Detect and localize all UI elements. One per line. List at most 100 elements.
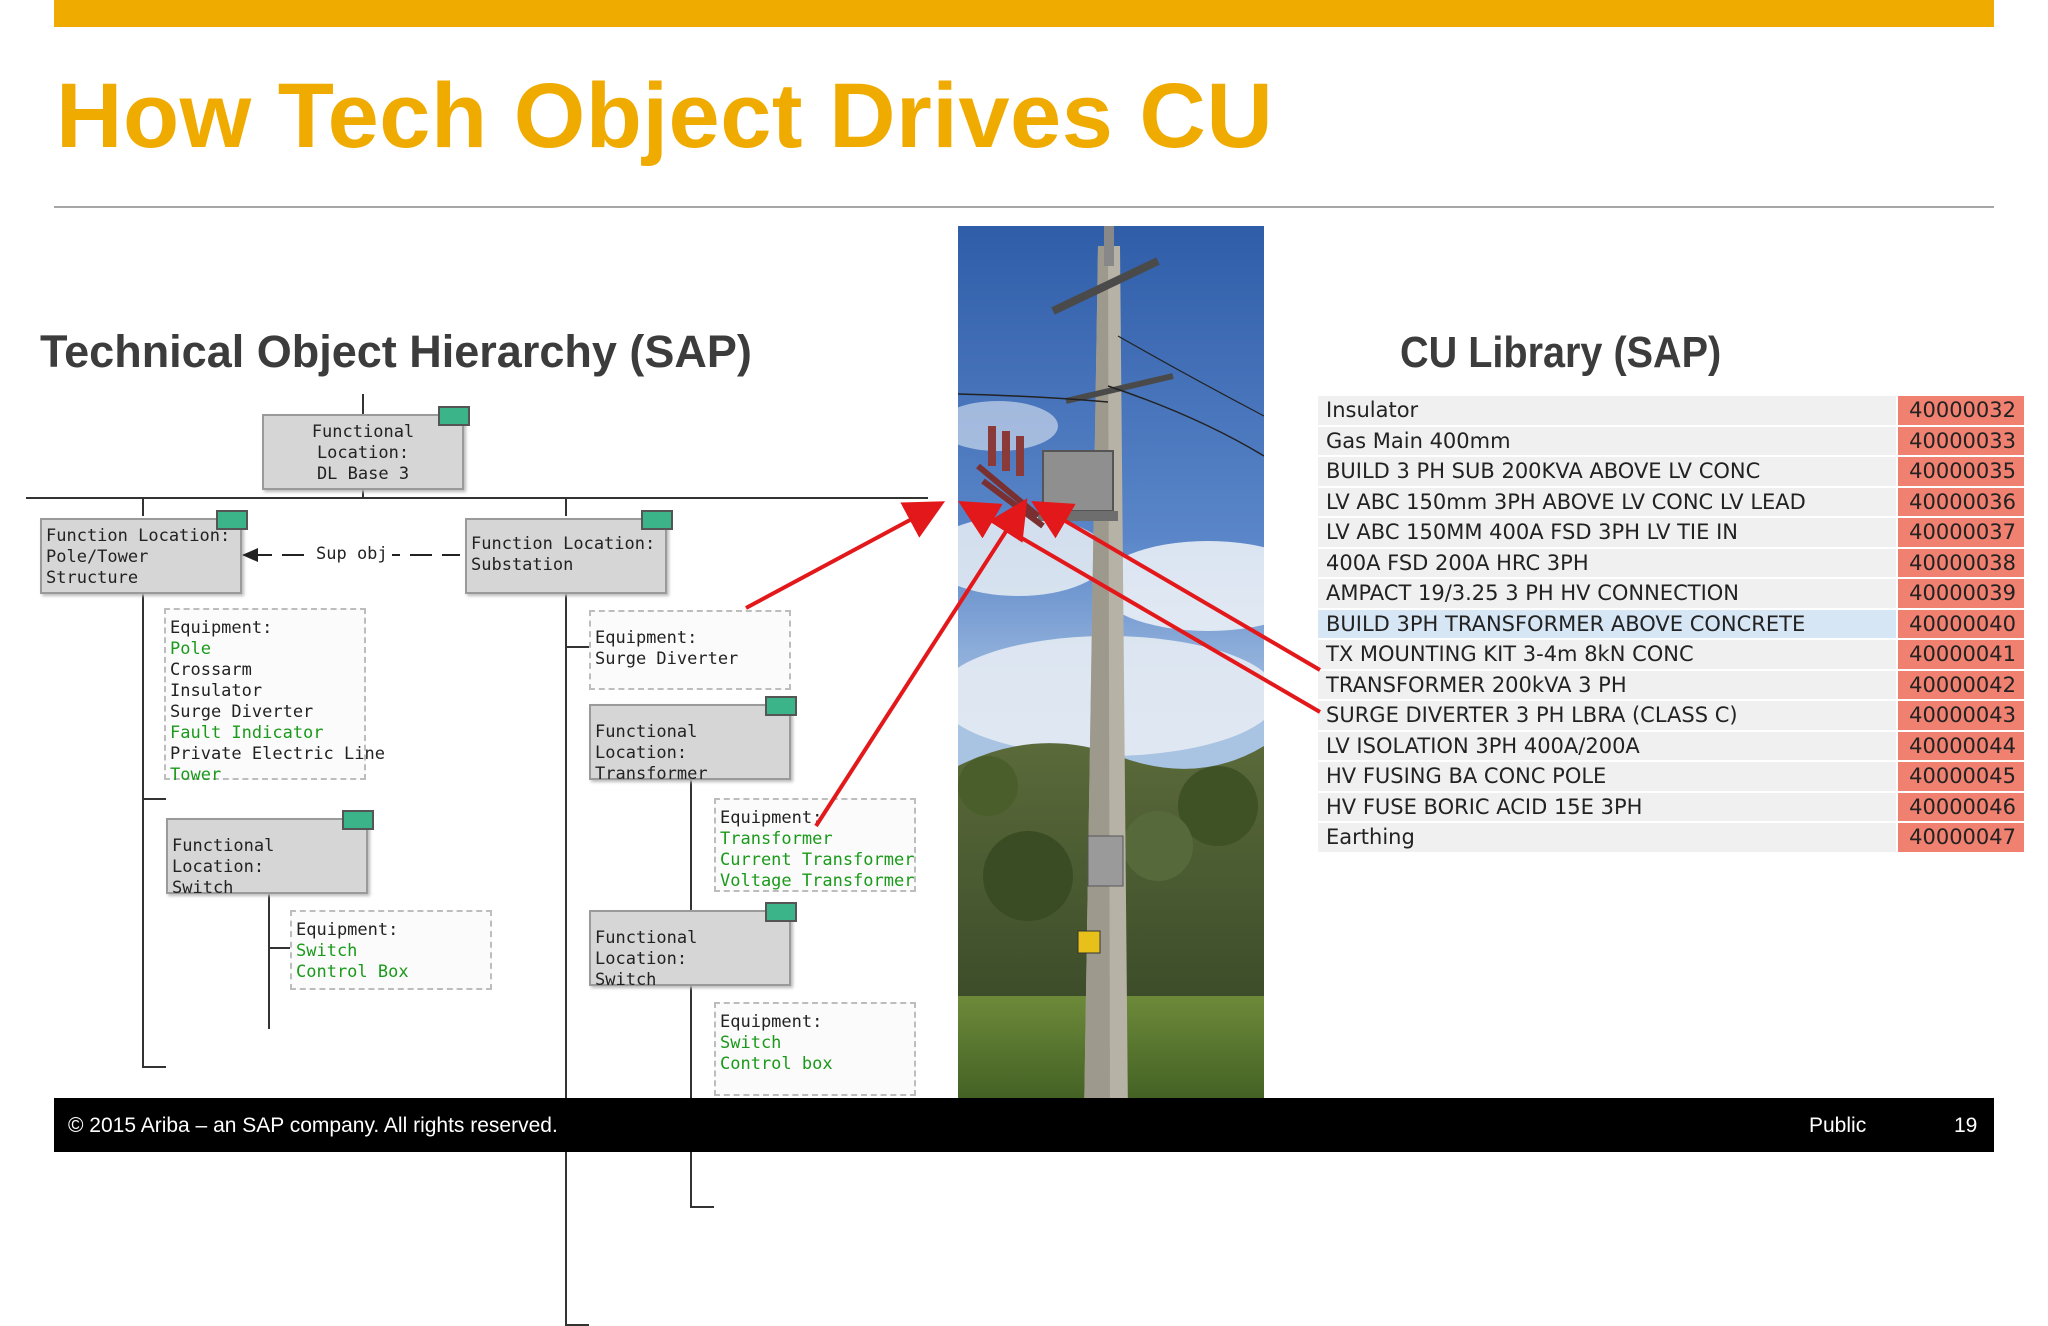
hierarchy-diagram: Functional Location: DL Base 3 Function … bbox=[0, 380, 960, 1326]
classification-label: Public bbox=[1809, 1114, 1867, 1137]
equipment-item[interactable]: Fault Indicator bbox=[170, 723, 324, 743]
equipment-item[interactable]: Control Box bbox=[296, 962, 409, 982]
node-label: Functional Location: bbox=[172, 836, 275, 877]
node-label: Transformer bbox=[595, 764, 708, 784]
node-label: Function Location: bbox=[46, 526, 231, 546]
table-row[interactable]: SURGE DIVERTER 3 PH LBRA (CLASS C)400000… bbox=[1318, 700, 2024, 732]
cu-name: 400A FSD 200A HRC 3PH bbox=[1318, 547, 1898, 579]
status-flag-icon bbox=[765, 696, 797, 716]
cu-name: TX MOUNTING KIT 3-4m 8kN CONC bbox=[1318, 639, 1898, 671]
functional-location-dl-base-3[interactable]: Functional Location: DL Base 3 bbox=[262, 406, 470, 490]
equipment-header: Equipment: bbox=[296, 920, 399, 940]
top-accent-bar bbox=[54, 0, 1994, 27]
transformer-equipment-list: Equipment: Transformer Current Transform… bbox=[714, 798, 916, 892]
status-flag-icon bbox=[342, 810, 374, 830]
cu-code: 40000043 bbox=[1897, 700, 2024, 732]
connector bbox=[565, 646, 589, 648]
functional-location-switch[interactable]: Functional Location: Switch bbox=[166, 810, 374, 898]
cu-name: BUILD 3 PH SUB 200KVA ABOVE LV CONC bbox=[1318, 456, 1898, 488]
cu-code: 40000036 bbox=[1897, 486, 2024, 518]
cu-name: AMPACT 19/3.25 3 PH HV CONNECTION bbox=[1318, 578, 1898, 610]
connector bbox=[690, 780, 692, 1208]
equipment-item[interactable]: Current Transformer bbox=[720, 850, 915, 870]
connector bbox=[268, 894, 270, 1029]
node-label: Function Location: bbox=[471, 534, 656, 554]
switch-equipment-list: Equipment: Switch Control Box bbox=[290, 910, 492, 990]
functional-location-switch[interactable]: Functional Location: Switch bbox=[589, 902, 797, 990]
cu-code: 40000044 bbox=[1897, 730, 2024, 762]
node-label: Functional Location: bbox=[311, 422, 415, 463]
slide-title: How Tech Object Drives CU bbox=[56, 65, 1274, 167]
equipment-item[interactable]: Switch bbox=[296, 941, 358, 961]
cu-code: 40000042 bbox=[1897, 669, 2024, 701]
connector bbox=[142, 593, 144, 1068]
equipment-item[interactable]: Pole bbox=[170, 639, 211, 659]
cu-name: Earthing bbox=[1318, 822, 1898, 854]
status-flag-icon bbox=[216, 510, 248, 530]
node-label: Switch bbox=[595, 970, 657, 990]
equipment-item[interactable]: Switch bbox=[720, 1033, 782, 1053]
function-location-substation[interactable]: Function Location: Substation bbox=[465, 510, 673, 594]
equipment-item[interactable]: Control box bbox=[720, 1054, 833, 1074]
equipment-item[interactable]: Insulator bbox=[170, 681, 263, 701]
node-label: Substation bbox=[471, 555, 574, 575]
node-label: Structure bbox=[46, 568, 139, 588]
cu-code: 40000041 bbox=[1897, 639, 2024, 671]
cu-name: TRANSFORMER 200kVA 3 PH bbox=[1318, 669, 1898, 701]
switch-equipment-list: Equipment: Switch Control box bbox=[714, 1002, 916, 1096]
status-flag-icon bbox=[765, 902, 797, 922]
equipment-header: Equipment: bbox=[170, 618, 273, 638]
node-label: Pole/Tower bbox=[46, 547, 149, 567]
equipment-item[interactable]: Voltage Transformer bbox=[720, 871, 915, 891]
cu-name: HV FUSING BA CONC POLE bbox=[1318, 761, 1898, 793]
connector bbox=[690, 1206, 714, 1208]
footer-bar: © 2015 Ariba – an SAP company. All right… bbox=[54, 1098, 1994, 1152]
equipment-item[interactable]: Crossarm bbox=[170, 660, 252, 680]
equipment-item[interactable]: Transformer bbox=[720, 829, 833, 849]
node-label: Functional Location: bbox=[595, 928, 698, 969]
equipment-item[interactable]: Surge Diverter bbox=[595, 649, 739, 669]
page-number: 19 bbox=[1954, 1114, 1978, 1137]
pole-equipment-list: Equipment: Pole Crossarm Insulator Surge… bbox=[164, 608, 385, 785]
connector bbox=[565, 498, 567, 516]
utility-pole-photo bbox=[958, 226, 1264, 1118]
cu-name: LV ABC 150mm 3PH ABOVE LV CONC LV LEAD bbox=[1318, 486, 1898, 518]
equipment-item[interactable]: Tower bbox=[170, 765, 222, 785]
cu-code: 40000046 bbox=[1897, 791, 2024, 823]
cu-name: Insulator bbox=[1318, 396, 1898, 427]
function-location-pole-tower[interactable]: Function Location: Pole/Tower Structure bbox=[40, 510, 248, 594]
cu-name: BUILD 3PH TRANSFORMER ABOVE CONCRETE bbox=[1318, 608, 1898, 640]
cu-name: Gas Main 400mm bbox=[1318, 425, 1898, 457]
copyright-text: © 2015 Ariba – an SAP company. All right… bbox=[68, 1114, 558, 1137]
equipment-item[interactable]: Private Electric Line bbox=[170, 744, 385, 764]
connector bbox=[565, 593, 567, 1326]
hierarchy-section-title: Technical Object Hierarchy (SAP) bbox=[40, 326, 752, 377]
equipment-header: Equipment: bbox=[720, 808, 823, 828]
substation-equipment-list: Equipment: Surge Diverter bbox=[589, 610, 791, 690]
functional-location-transformer[interactable]: Functional Location: Transformer bbox=[589, 696, 797, 784]
connector bbox=[142, 1066, 166, 1068]
main-bus-line bbox=[26, 497, 928, 499]
status-flag-icon bbox=[641, 510, 673, 530]
cu-code: 40000040 bbox=[1897, 608, 2024, 640]
cu-code: 40000035 bbox=[1897, 456, 2024, 488]
cu-code: 40000038 bbox=[1897, 547, 2024, 579]
equipment-item[interactable]: Surge Diverter bbox=[170, 702, 314, 722]
connector bbox=[268, 947, 290, 949]
equipment-header: Equipment: bbox=[720, 1012, 823, 1032]
